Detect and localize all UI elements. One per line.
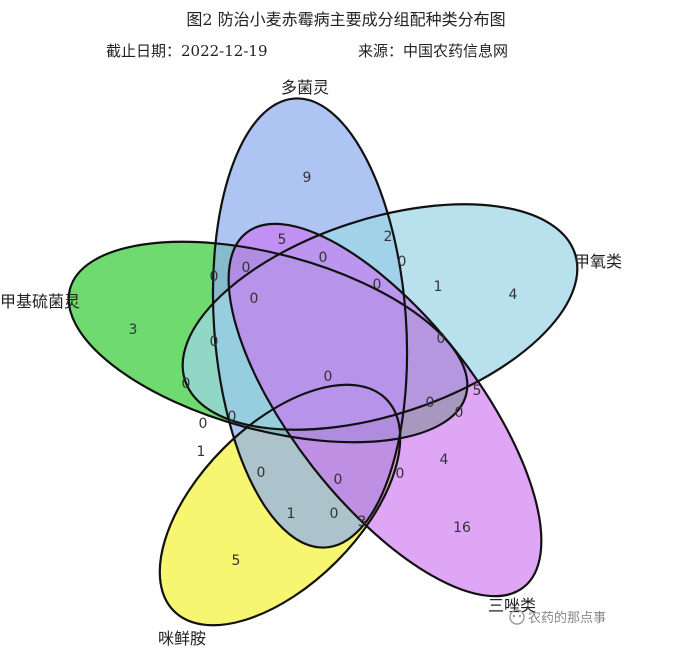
region-value: 1 <box>434 279 443 295</box>
region-value: 5 <box>232 553 241 569</box>
set-ellipse-purple <box>228 223 542 597</box>
set-outline-purple <box>227 222 543 598</box>
region-value: 0 <box>228 409 237 425</box>
source-line: 来源：中国农药信息网 <box>358 42 509 60</box>
date-line: 截止日期：2022-12-19 <box>106 42 268 60</box>
region-value: 0 <box>373 277 382 293</box>
region-value: 0 <box>398 254 407 270</box>
region-value: 2 <box>384 229 393 245</box>
region-value: 0 <box>210 334 219 350</box>
region-value: 0 <box>426 395 435 411</box>
region-value: 1 <box>197 444 206 460</box>
region-value: 1 <box>287 506 296 522</box>
region-value: 3 <box>129 322 138 338</box>
region-value: 0 <box>250 291 259 307</box>
region-value: 0 <box>242 260 251 276</box>
region-value: 16 <box>453 520 471 536</box>
chart-title: 图2 防治小麦赤霉病主要成分组配种类分布图 <box>186 10 506 29</box>
region-value: 4 <box>509 287 518 303</box>
set-label-sanzuo: 三唑类 <box>488 596 536 615</box>
region-value: 0 <box>324 369 333 385</box>
region-value: 3 <box>358 514 367 530</box>
region-value: 4 <box>440 452 449 468</box>
region-value: 0 <box>257 465 266 481</box>
watermark-text: 农药的那点事 <box>528 610 606 626</box>
set-label-jiayang: 甲氧类 <box>574 252 622 271</box>
region-value: 0 <box>182 376 191 392</box>
set-outline-green <box>67 240 469 444</box>
region-value: 5 <box>278 232 287 248</box>
region-value: 0 <box>455 405 464 421</box>
region-value: 0 <box>330 506 339 522</box>
set-label-xianxian: 咪鲜胺 <box>158 629 206 648</box>
watermark: 农药的那点事 <box>509 609 606 626</box>
set-label-jiajiliujunling: 甲基硫菌灵 <box>0 292 80 311</box>
set-outline-cyan <box>181 203 579 431</box>
region-value: 0 <box>437 331 446 347</box>
region-value: 9 <box>303 170 312 186</box>
region-value: 0 <box>319 250 328 266</box>
region-value: 0 <box>334 472 343 488</box>
region-value: 0 <box>210 269 219 285</box>
set-outline-yellow <box>158 383 402 627</box>
set-label-duojunling: 多菌灵 <box>281 78 329 97</box>
wechat-icon <box>509 609 525 625</box>
region-value: 0 <box>199 416 208 432</box>
set-outline-blue <box>211 97 409 549</box>
region-value: 5 <box>473 383 482 399</box>
region-value: 0 <box>396 466 405 482</box>
